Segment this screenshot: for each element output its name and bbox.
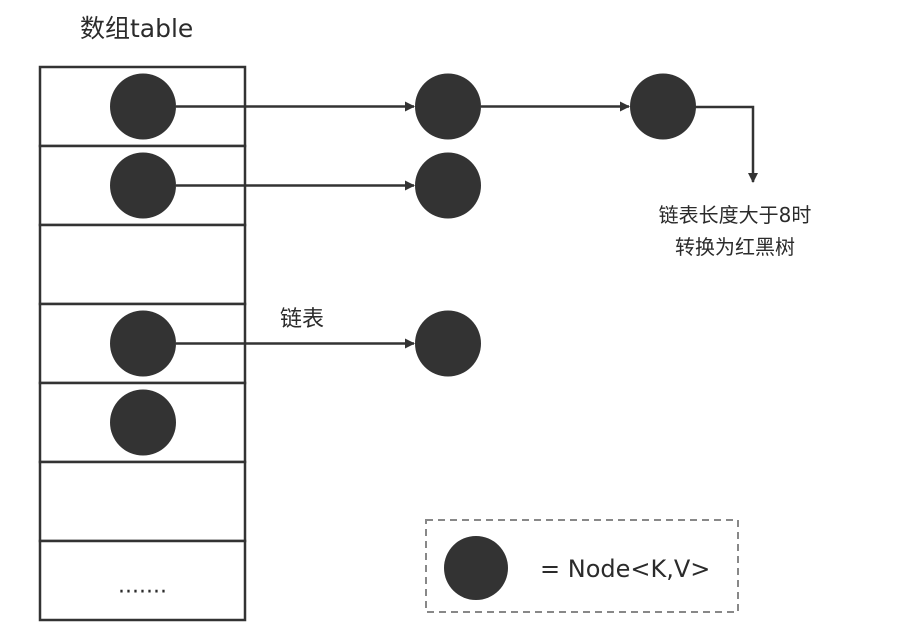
legend-label: = Node<K,V> (540, 555, 710, 583)
table-ellipsis: ....... (118, 574, 167, 599)
linked-list-label: 链表 (280, 307, 324, 332)
table-slot-5 (38, 460, 247, 543)
table-slot-6 (38, 539, 247, 622)
slot-node-0 (110, 73, 176, 140)
treeify-note-line2: 转换为红黑树 (675, 235, 795, 259)
array-table: ....... (38, 65, 247, 622)
legend-box (425, 519, 739, 613)
slot-node-1 (110, 152, 176, 219)
linked-lists (176, 73, 696, 377)
chain-node-1-0 (415, 152, 481, 219)
treeify-note-line1: 链表长度大于8时 (659, 203, 812, 227)
table-slot-2 (38, 223, 247, 306)
chain-node-0-1 (630, 73, 696, 140)
table-title: 数组table (80, 14, 193, 43)
legend: = Node<K,V> (425, 519, 739, 613)
slot-node-4 (110, 389, 176, 456)
legend-node-icon (444, 536, 508, 600)
treeify-arrow (695, 105, 758, 183)
chain-node-3-0 (415, 310, 481, 377)
chain-node-0-0 (415, 73, 481, 140)
slot-node-3 (110, 310, 176, 377)
